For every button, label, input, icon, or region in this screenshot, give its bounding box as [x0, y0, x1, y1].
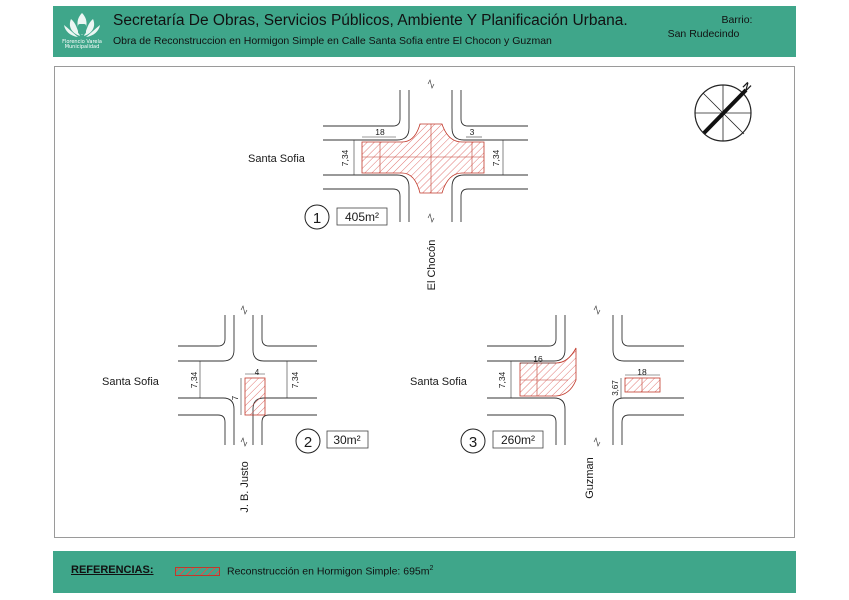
dim-patch-width: 4 [255, 368, 260, 377]
dim-width-right: 7,34 [290, 371, 300, 388]
page-subtitle: Obra de Reconstruccion en Hormigon Simpl… [113, 35, 552, 47]
references-text-main: Reconstrucción en Hormigon Simple: 695m [227, 565, 430, 578]
street-main-label: Santa Sofia [248, 153, 306, 165]
references-text: Reconstrucción en Hormigon Simple: 695m2 [227, 565, 433, 578]
area-label: 405m² [345, 210, 379, 224]
dim-width-left: 7,34 [340, 149, 350, 166]
intersection-number: 2 [304, 434, 312, 451]
header-band: Florencio Varela Municipalidad Secretarí… [53, 6, 796, 57]
north-arrow-icon: N [694, 81, 753, 142]
references-title: REFERENCIAS: [71, 564, 154, 576]
street-cross-label: El Chocón [426, 240, 438, 291]
dim-width-left: 7,34 [497, 371, 507, 388]
references-band: REFERENCIAS: Reconstrucción en Hormigon … [53, 551, 796, 593]
dim-left-length: 18 [375, 127, 385, 137]
dim-right-length: 3 [470, 127, 475, 137]
hatch-legend-swatch [175, 567, 220, 576]
intersection-1: 18 3 7,34 7,34 Santa Sofia El Chocón 1 4… [248, 79, 528, 291]
intersection-3: 16 18 7,34 3,67 Santa Sofia Guzman 3 260… [410, 305, 684, 499]
street-cross-label: J. B. Justo [239, 461, 251, 512]
intersection-number: 1 [313, 210, 321, 227]
dim-width-right: 3,67 [611, 380, 620, 396]
barrio-label: Barrio: [721, 14, 753, 26]
intersection-number: 3 [469, 434, 477, 451]
area-label: 260m² [501, 433, 535, 447]
references-text-sup: 2 [429, 565, 434, 572]
street-main-label: Santa Sofia [410, 376, 468, 388]
plan-frame [54, 66, 795, 538]
municipality-logo: Florencio Varela Municipalidad [59, 9, 105, 53]
dim-width-left: 7,34 [189, 371, 199, 388]
area-label: 30m² [333, 433, 360, 447]
logo-text: Florencio Varela Municipalidad [62, 39, 102, 50]
barrio-value: San Rudecindo [667, 28, 740, 40]
dim-left-length: 16 [533, 354, 543, 364]
page-title: Secretaría De Obras, Servicios Públicos,… [113, 12, 628, 29]
dim-right-length: 18 [637, 367, 647, 377]
intersection-2: 4 7 7,34 7,34 Santa Sofia J. B. Justo 2 … [102, 305, 369, 513]
dim-patch-height: 7 [231, 395, 240, 400]
street-cross-label: Guzman [584, 457, 596, 499]
street-main-label: Santa Sofia [102, 376, 160, 388]
dim-width-right: 7,34 [491, 149, 501, 166]
